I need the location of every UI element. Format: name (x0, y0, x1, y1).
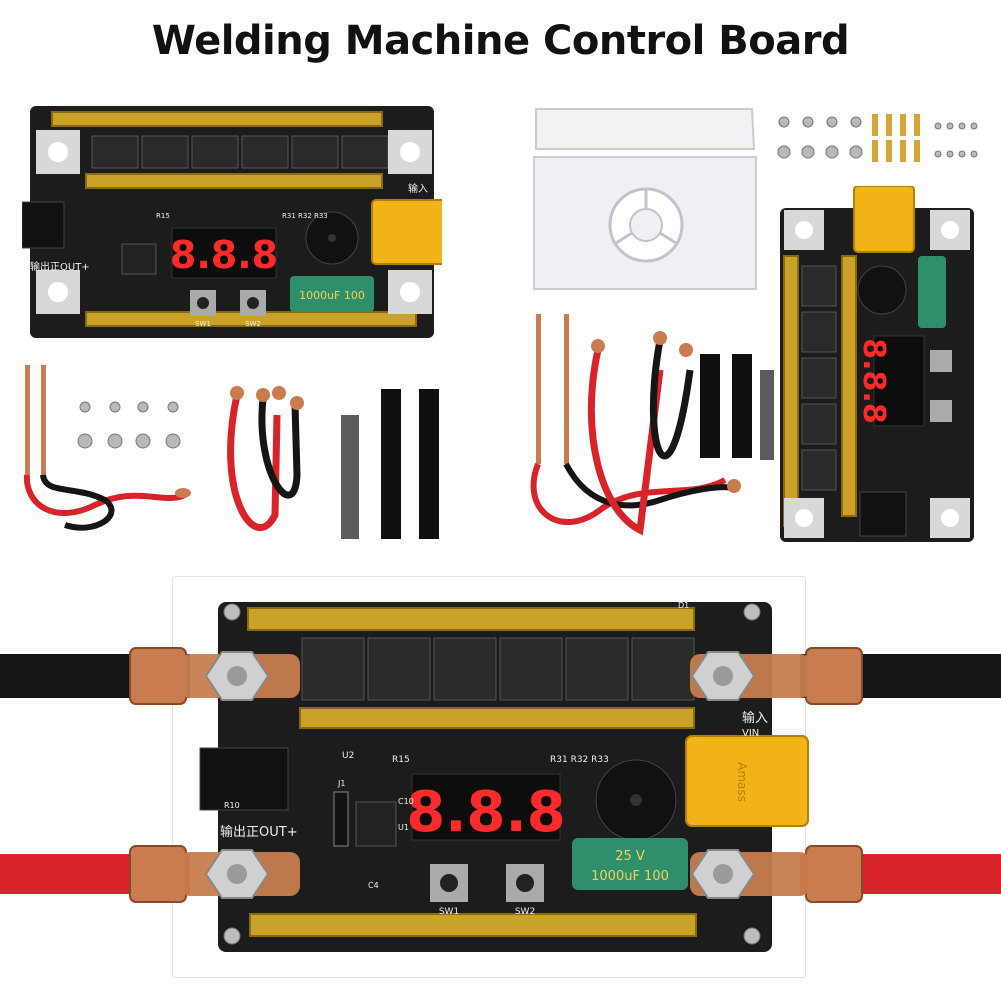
svg-text:SW1: SW1 (195, 320, 211, 328)
svg-text:输入: 输入 (408, 182, 428, 195)
large-board: 8.8.8 Amass 25 V 1000uF 100 SW1 SW2 输出正O… (0, 601, 1001, 952)
input-label: 输入 (742, 710, 768, 726)
board-rotated: 8.8.8 (780, 186, 974, 542)
svg-text:输出正OUT+: 输出正OUT+ (30, 260, 90, 273)
svg-text:8.8.8: 8.8.8 (856, 338, 891, 423)
svg-text:U1: U1 (398, 823, 409, 832)
svg-text:25 V: 25 V (615, 849, 645, 864)
page-title: Welding Machine Control Board (151, 18, 850, 64)
capacitor-label: 1000uF 100 (299, 289, 365, 302)
svg-text:D1: D1 (678, 601, 689, 610)
svg-text:J1: J1 (337, 779, 345, 788)
svg-text:Amass: Amass (735, 762, 749, 802)
output-label: 输出正OUT+ (220, 824, 298, 840)
svg-text:R10: R10 (224, 801, 240, 810)
sw2-label: SW2 (515, 907, 535, 917)
screws-and-standoffs (777, 114, 978, 162)
svg-text:C4: C4 (368, 881, 379, 890)
svg-text:U2: U2 (342, 751, 354, 761)
accessories-left (23, 365, 439, 539)
svg-text:R15: R15 (156, 212, 170, 220)
acrylic-cover (533, 108, 757, 290)
svg-text:VIN: VIN (742, 728, 759, 739)
svg-text:R31 R32 R33: R31 R32 R33 (282, 212, 328, 220)
svg-text:C10: C10 (398, 797, 414, 806)
board-top-left: 8.8.8 1000uF 100 SW1 SW2 输出正OUT+ 输入 R15 … (22, 106, 442, 338)
display-digits: 8.8.8 (170, 233, 278, 277)
svg-text:R15: R15 (392, 755, 410, 765)
sw1-label: SW1 (439, 907, 459, 917)
svg-text:1000uF 100: 1000uF 100 (591, 869, 669, 884)
large-display-digits: 8.8.8 (406, 780, 565, 845)
svg-text:SW2: SW2 (245, 320, 261, 328)
svg-text:R31 R32 R33: R31 R32 R33 (550, 755, 609, 765)
accessories-right (530, 314, 774, 536)
